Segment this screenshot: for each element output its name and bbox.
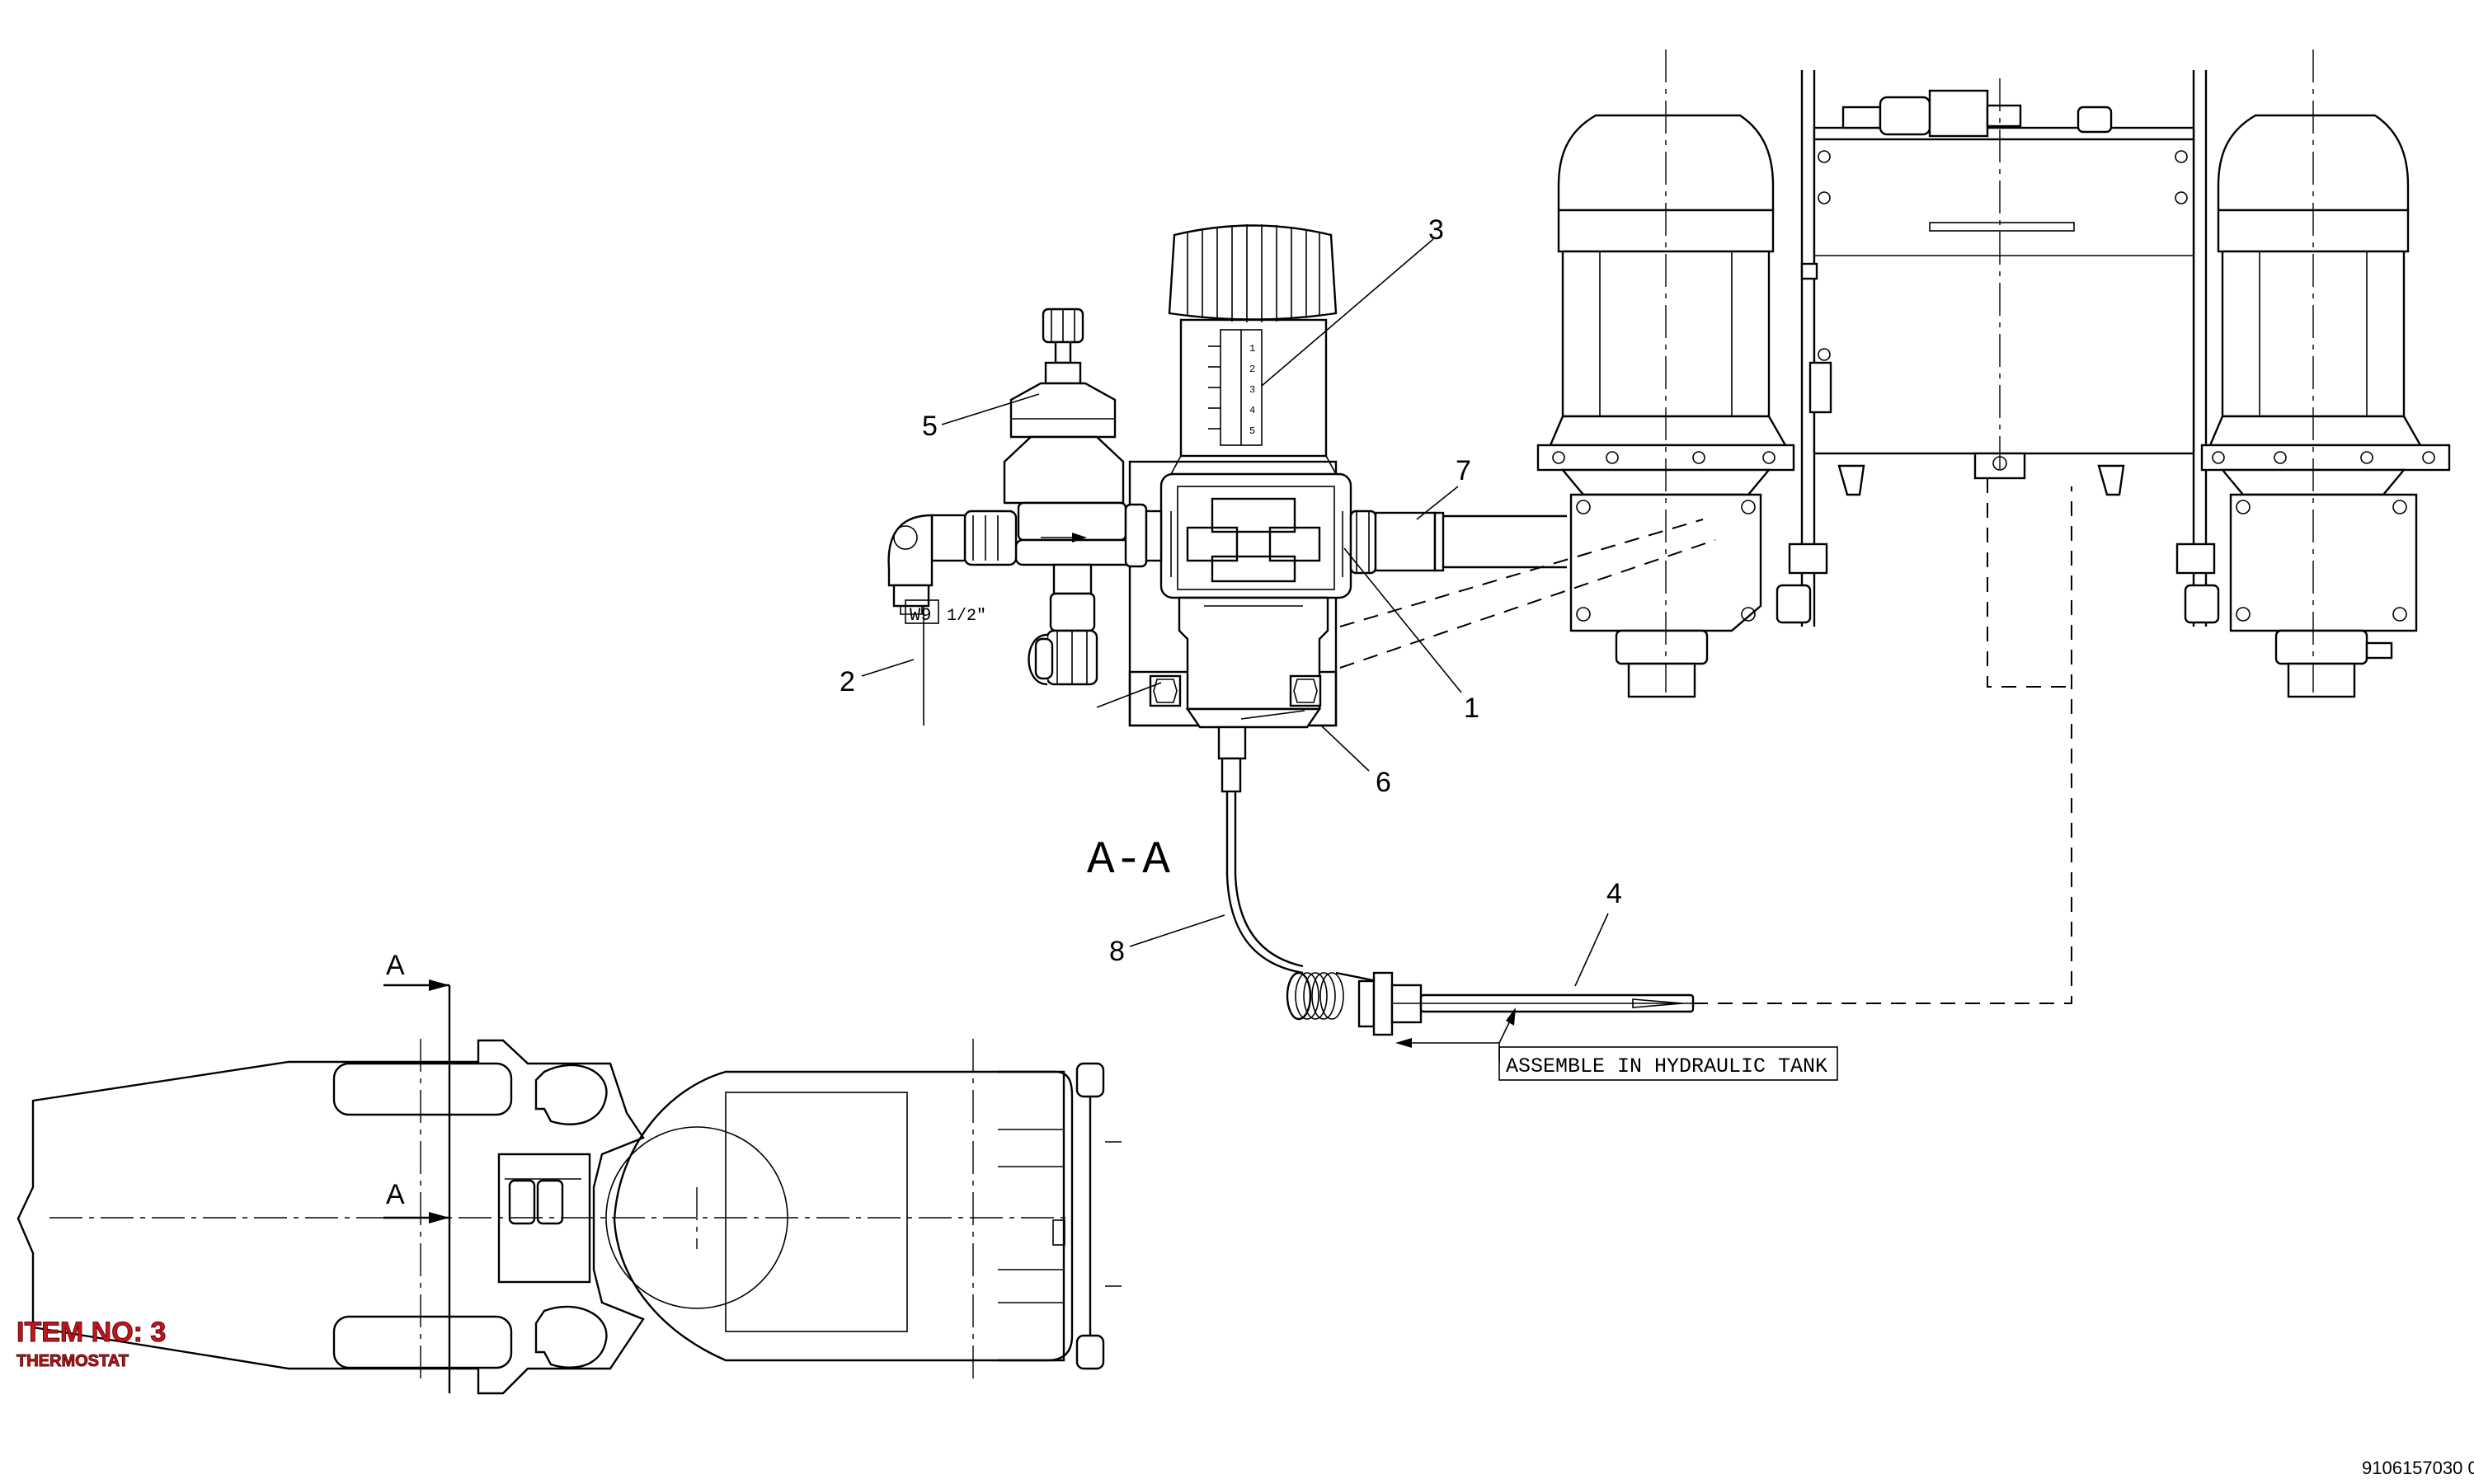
leader-lines — [861, 238, 1609, 987]
callout-8: 8 — [1109, 936, 1125, 967]
document-number: 9106157030 06 — [2362, 1458, 2474, 1478]
capillary-coil — [1286, 971, 1378, 1021]
callout-6: 6 — [1376, 767, 1391, 798]
routing-lines — [1339, 478, 2072, 1004]
scale-mark-2: 2 — [1249, 364, 1255, 375]
hydraulic-tank-assembly — [1536, 49, 2451, 698]
scale-mark-5: 5 — [1249, 425, 1255, 437]
callout-5: 5 — [922, 411, 938, 442]
valve-assembly-section — [887, 224, 1695, 1036]
assembly-note: ASSEMBLE IN HYDRAULIC TANK — [1395, 1007, 1838, 1081]
section-marker-top: A — [386, 950, 405, 981]
callout-3: 3 — [1428, 214, 1444, 246]
scale-mark-1: 1 — [1249, 343, 1255, 355]
thermostat-scale: 1 2 3 4 5 — [1249, 343, 1255, 437]
item-name: THERMOSTAT — [16, 1352, 129, 1370]
item-number-title: ITEM NO: 3 — [16, 1317, 166, 1348]
fitting-size: 1/2" — [947, 607, 986, 626]
section-marker-bottom: A — [386, 1179, 405, 1210]
callout-1: 1 — [1464, 693, 1479, 724]
fitting-code: W9 — [910, 605, 931, 626]
callout-2: 2 — [840, 666, 855, 697]
machine-top-view — [16, 979, 1122, 1395]
scale-mark-4: 4 — [1249, 405, 1255, 416]
callout-4: 4 — [1606, 878, 1622, 909]
note-text: ASSEMBLE IN HYDRAULIC TANK — [1506, 1054, 1827, 1078]
callout-7: 7 — [1456, 455, 1471, 486]
section-label: A-A — [1087, 834, 1170, 886]
scale-mark-3: 3 — [1249, 384, 1255, 396]
